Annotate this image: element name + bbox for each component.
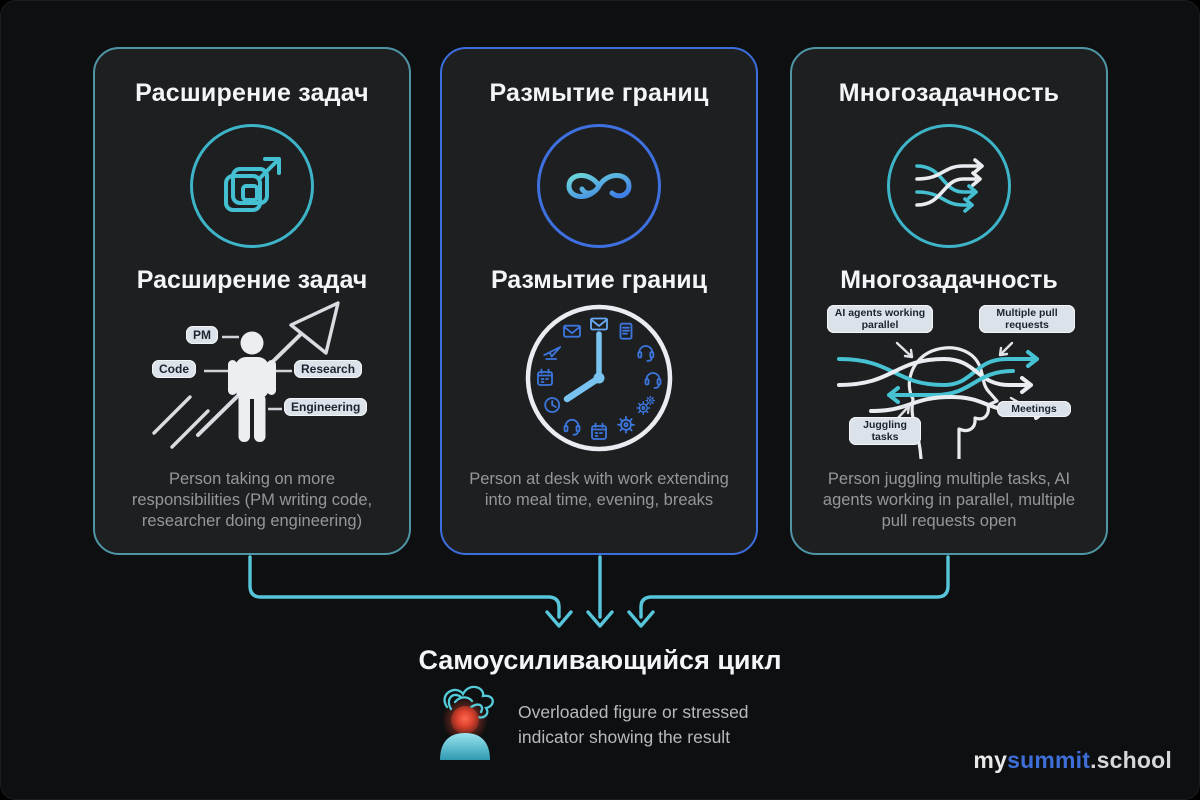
infinity-icon: [537, 124, 661, 248]
person-growth-arrow-illustration: [152, 301, 340, 449]
label-ai-agents: AI agents working parallel: [827, 305, 933, 334]
cycle-row: Overloaded figure or stressed indicator …: [0, 682, 1200, 760]
gears-icon: [636, 395, 656, 415]
card2-subtitle: Размытие границ: [490, 266, 708, 294]
plane-icon: [543, 346, 562, 360]
card2-caption: Person at desk with work extending into …: [469, 470, 729, 509]
calendar-icon: [537, 368, 553, 386]
calendar-icon: [591, 422, 607, 440]
card3-illustration: AI agents working parallel Multiple pull…: [799, 299, 1099, 459]
gear-icon: [617, 415, 635, 434]
label-engineering: Engineering: [284, 398, 368, 416]
stressed-person-icon: [440, 685, 494, 760]
card-multitasking: Многозадачность Многозадачность: [790, 47, 1108, 555]
card1-title: Расширение задач: [135, 79, 369, 107]
brand-prefix: my: [973, 747, 1008, 773]
label-pm: PM: [186, 326, 218, 344]
card1-illustration: PM Code Research Engineering: [102, 299, 402, 459]
headset-icon: [637, 345, 655, 362]
scribble-stress-lines: [443, 685, 494, 719]
card-task-expansion: Расширение задач Расширение задач: [93, 47, 411, 555]
cycle-title: Самоусиливающийся цикл: [418, 645, 782, 675]
brand-suffix: .school: [1090, 747, 1172, 773]
label-research: Research: [294, 360, 363, 378]
interweaving-arrows-icon: [887, 124, 1011, 248]
card3-title: Многозадачность: [838, 79, 1060, 107]
clock-icon: [544, 397, 561, 413]
clock-illustration: [525, 304, 673, 452]
cycle-caption: Overloaded figure or stressed indicator …: [518, 702, 749, 747]
card1-subtitle: Расширение задач: [136, 266, 368, 294]
card3-caption: Person juggling multiple tasks, AI agent…: [822, 470, 1076, 530]
headset-icon: [563, 418, 581, 436]
person-silhouette: [228, 331, 276, 442]
card1-caption: Person taking on more responsibilities (…: [131, 470, 373, 530]
label-code: Code: [152, 360, 196, 378]
brand-mid: summit: [1007, 747, 1091, 773]
expanding-squares-arrow-icon: [190, 124, 314, 248]
card2-title: Размытие границ: [489, 79, 709, 107]
label-juggling-tasks: Juggling tasks: [849, 417, 921, 446]
envelope-icon: [590, 317, 608, 331]
brand-logo: mysummit.school: [973, 747, 1172, 774]
card2-illustration: [449, 299, 749, 459]
card3-subtitle: Многозадачность: [840, 266, 1058, 294]
headset-icon: [644, 372, 662, 389]
label-meetings: Meetings: [997, 401, 1071, 418]
envelope-icon: [563, 324, 581, 338]
clock-ring: [525, 304, 673, 452]
converging-arrows: [248, 555, 950, 628]
document-icon: [619, 322, 633, 340]
clock-hands: [563, 331, 603, 403]
label-pull-requests: Multiple pull requests: [979, 305, 1075, 334]
card-boundary-blur: Размытие границ Размытие границ: [440, 47, 758, 555]
